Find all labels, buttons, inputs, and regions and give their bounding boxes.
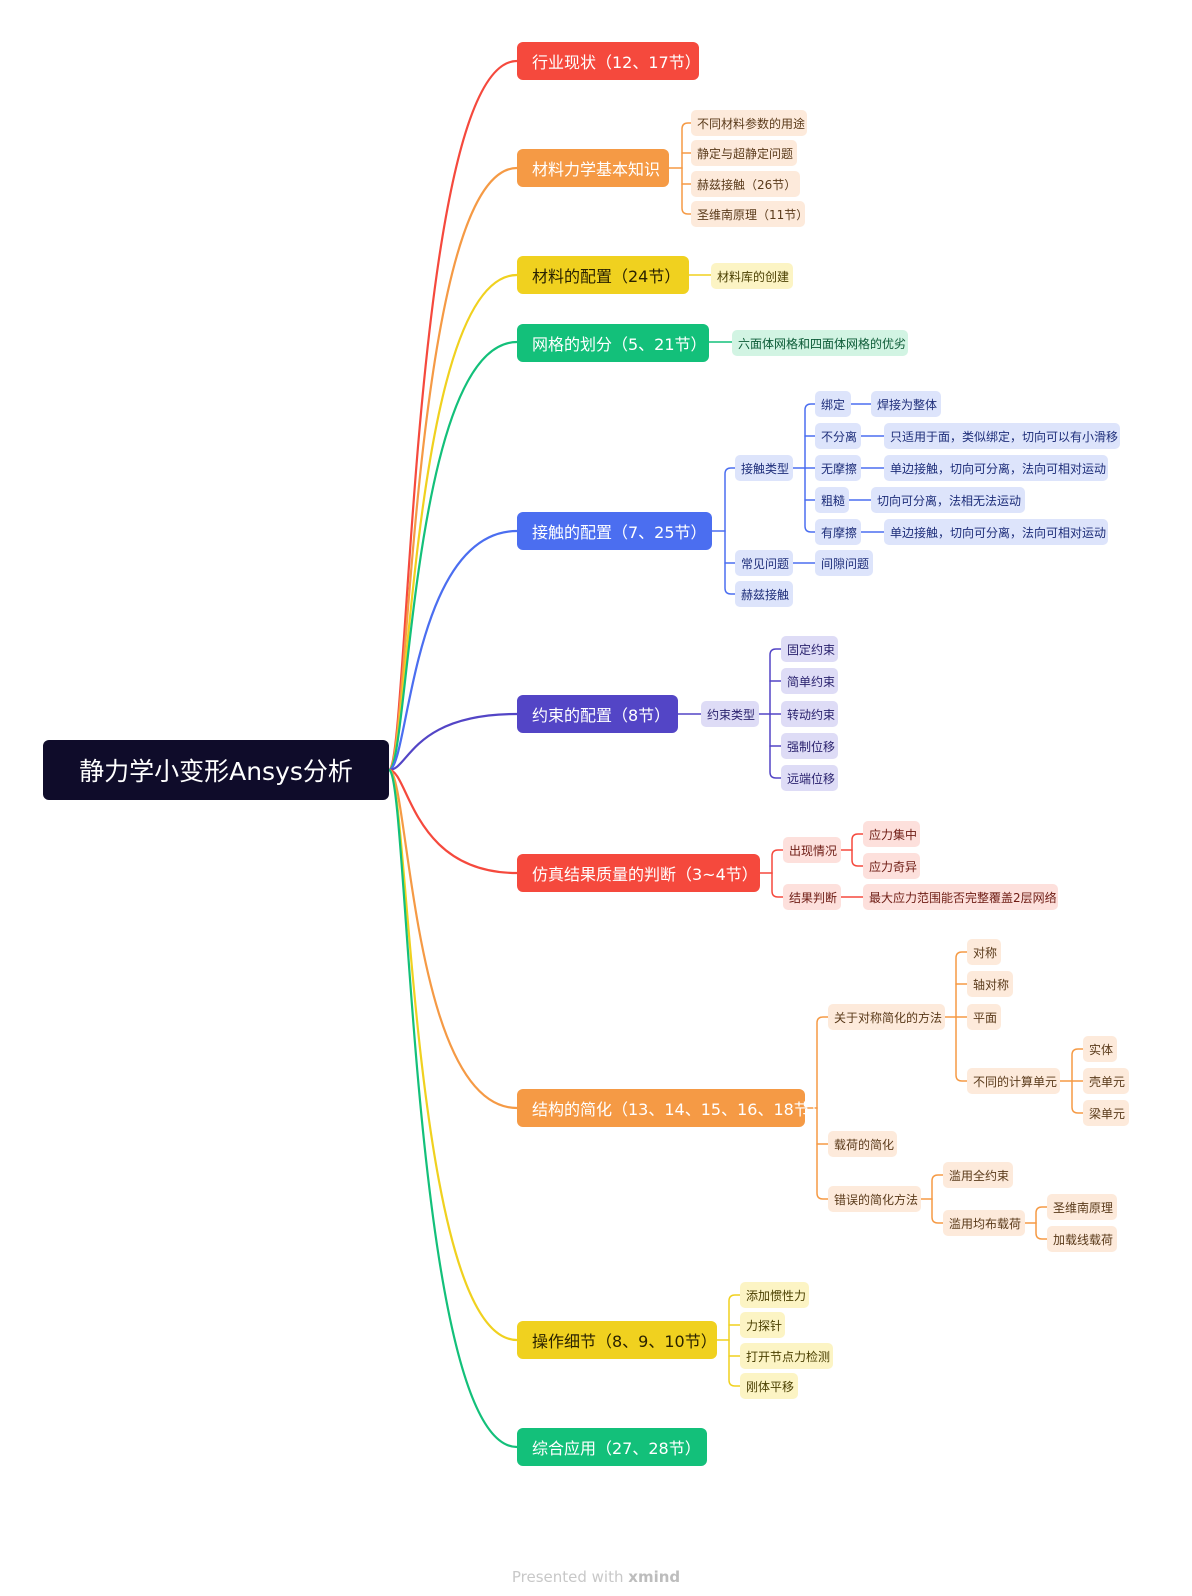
constraint-item[interactable]: 远端位移 <box>781 765 838 791</box>
contact-type-desc[interactable]: 焊接为整体 <box>871 391 941 417</box>
constraint-item[interactable]: 固定约束 <box>781 636 838 662</box>
branch-constraint-config[interactable]: 约束的配置（8节） <box>517 695 678 733</box>
constraint-item[interactable]: 简单约束 <box>781 668 838 694</box>
connector-line <box>681 167 692 215</box>
connector-line <box>816 1016 829 1109</box>
wrong-method-item[interactable]: 滥用全约束 <box>943 1162 1013 1188</box>
appear-item[interactable]: 应力集中 <box>863 821 920 847</box>
branch-connector <box>387 768 519 1110</box>
connector-line <box>681 122 692 169</box>
footer: Presented with xmind <box>0 1568 1192 1586</box>
uniform-load-item[interactable]: 圣维南原理 <box>1047 1194 1117 1220</box>
judge-item[interactable]: 最大应力范围能否完整覆盖2层网络 <box>863 884 1058 910</box>
connector-line <box>931 1198 944 1224</box>
connector-line <box>724 530 736 595</box>
symmetry-item[interactable]: 轴对称 <box>967 971 1013 997</box>
branch-connector <box>387 273 519 772</box>
constraint-item[interactable]: 转动约束 <box>781 701 838 727</box>
contact-type-desc[interactable]: 切向可分离，法相无法运动 <box>871 487 1025 513</box>
connector-line <box>771 872 784 898</box>
gap-issue-node[interactable]: 间隙问题 <box>815 550 873 576</box>
connector-line <box>769 713 782 779</box>
connector-line <box>955 951 968 1018</box>
unit-item[interactable]: 壳单元 <box>1083 1068 1129 1094</box>
b2-item[interactable]: 圣维南原理（11节） <box>691 201 808 227</box>
branch-contact-config[interactable]: 接触的配置（7、25节） <box>517 512 712 550</box>
operation-item[interactable]: 刚体平移 <box>740 1373 798 1399</box>
xmind-logo: xmind <box>628 1568 681 1586</box>
appear-item[interactable]: 应力奇异 <box>863 853 920 879</box>
contact-type-item[interactable]: 无摩擦 <box>815 455 861 481</box>
operation-item[interactable]: 打开节点力检测 <box>740 1343 833 1369</box>
unit-item[interactable]: 实体 <box>1083 1036 1117 1062</box>
contact-type-desc[interactable]: 只适用于面，类似绑定，切向可以有小滑移 <box>884 423 1120 449</box>
constraint-type-node[interactable]: 约束类型 <box>701 701 759 727</box>
connector-line <box>728 1339 741 1387</box>
contact-type-desc[interactable]: 单边接触，切向可分离，法向可相对运动 <box>884 519 1108 545</box>
branch-result-quality[interactable]: 仿真结果质量的判断（3~4节） <box>517 854 760 892</box>
symmetry-item[interactable]: 平面 <box>967 1004 1001 1030</box>
branch-connector <box>387 712 519 772</box>
connector-line <box>851 849 864 867</box>
b2-item[interactable]: 静定与超静定问题 <box>691 140 797 166</box>
branch-industry-status[interactable]: 行业现状（12、17节） <box>517 42 701 80</box>
contact-type-item[interactable]: 有摩擦 <box>815 519 861 545</box>
branch-comprehensive-application[interactable]: 综合应用（27、28节） <box>517 1428 707 1466</box>
branch-connector <box>387 166 519 772</box>
branch-meshing[interactable]: 网格的划分（5、21节） <box>517 324 709 362</box>
branch-operation-details[interactable]: 操作细节（8、9、10节） <box>517 1321 717 1359</box>
branch-connector <box>387 768 519 875</box>
connector-line <box>1035 1206 1048 1224</box>
connector-line <box>955 1016 968 1082</box>
connector-line <box>1071 1080 1084 1114</box>
wrong-method-item[interactable]: 滥用均布载荷 <box>943 1210 1025 1236</box>
branch-connector <box>387 340 519 772</box>
branch-connector <box>387 768 519 1449</box>
b2-item[interactable]: 不同材料参数的用途 <box>691 110 807 136</box>
connector-line <box>724 467 736 532</box>
connector-line <box>804 403 816 469</box>
connector-line <box>931 1174 944 1200</box>
load-simplification-node[interactable]: 载荷的简化 <box>828 1131 897 1157</box>
b2-item[interactable]: 赫兹接触（26节） <box>691 171 800 197</box>
contact-type-item[interactable]: 粗糙 <box>815 487 849 513</box>
connector-line <box>771 849 784 874</box>
connector-line <box>816 1107 829 1200</box>
branch-mechanics-basics[interactable]: 材料力学基本知识 <box>517 149 669 187</box>
unit-item[interactable]: 梁单元 <box>1083 1100 1129 1126</box>
root-topic[interactable]: 静力学小变形Ansys分析 <box>43 740 389 800</box>
contact-type-desc[interactable]: 单边接触，切向可分离，法向可相对运动 <box>884 455 1108 481</box>
operation-item[interactable]: 添加惯性力 <box>740 1282 809 1308</box>
wrong-method-node[interactable]: 错误的简化方法 <box>828 1186 921 1212</box>
judge-node[interactable]: 结果判断 <box>783 884 841 910</box>
appear-node[interactable]: 出现情况 <box>783 837 841 863</box>
b3-item[interactable]: 材料库的创建 <box>711 263 793 289</box>
connector-line <box>851 833 864 851</box>
constraint-item[interactable]: 强制位移 <box>781 733 838 759</box>
contact-type-item[interactable]: 绑定 <box>815 391 851 417</box>
contact-type-item[interactable]: 不分离 <box>815 423 861 449</box>
branch-structure-simplification[interactable]: 结构的简化（13、14、15、16、18节） <box>517 1089 826 1127</box>
branch-connector <box>387 529 519 772</box>
hertz-contact-node[interactable]: 赫兹接触 <box>735 581 793 607</box>
b4-item[interactable]: 六面体网格和四面体网格的优劣 <box>732 330 908 356</box>
operation-item[interactable]: 力探针 <box>740 1312 785 1338</box>
connector-line <box>769 648 782 715</box>
branch-material-config[interactable]: 材料的配置（24节） <box>517 256 689 294</box>
connector-line <box>1071 1048 1084 1082</box>
contact-type-node[interactable]: 接触类型 <box>735 455 793 481</box>
symmetry-method-node[interactable]: 关于对称简化的方法 <box>828 1004 945 1030</box>
connector-line <box>1035 1222 1048 1240</box>
uniform-load-item[interactable]: 加载线载荷 <box>1047 1226 1117 1252</box>
compute-units-node[interactable]: 不同的计算单元 <box>967 1068 1060 1094</box>
connector-line <box>804 467 816 533</box>
common-issues-node[interactable]: 常见问题 <box>735 550 793 576</box>
connector-line <box>728 1294 741 1341</box>
symmetry-item[interactable]: 对称 <box>967 939 1001 965</box>
footer-presented-text: Presented with <box>511 1568 624 1586</box>
